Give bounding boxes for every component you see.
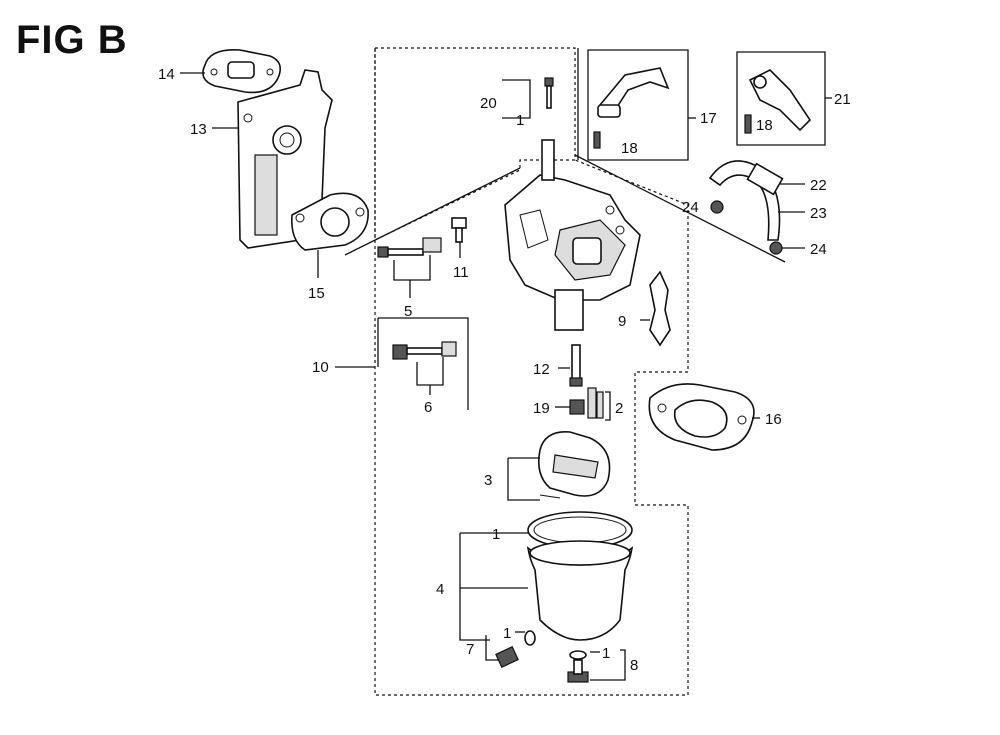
callout-16: 16 (765, 411, 782, 428)
bracket-5 (393, 255, 431, 281)
part-2-jet-set (587, 387, 604, 419)
callout-18-right: 18 (756, 117, 773, 134)
callout-24-lower: 24 (810, 241, 827, 258)
part-17-linkage (593, 67, 670, 149)
bracket-2 (605, 391, 611, 421)
callout-6: 6 (424, 399, 432, 416)
part-23-hose (708, 160, 784, 241)
callout-9: 9 (618, 313, 626, 330)
part-5-screw-set (377, 237, 442, 258)
callout-1-drain: 1 (503, 625, 511, 642)
callout-2: 2 (615, 400, 623, 417)
part-14-gasket (202, 48, 281, 94)
part-11-screw (451, 217, 467, 243)
part-21-lever (744, 69, 812, 134)
part-4-float-bowl (526, 511, 634, 641)
part-15-gasket (290, 192, 369, 251)
box-6-frame (378, 317, 469, 410)
callout-24-upper: 24 (682, 199, 699, 216)
callout-14: 14 (158, 66, 175, 83)
callout-12: 12 (533, 361, 550, 378)
bracket-20 (502, 79, 531, 119)
box-17 (587, 49, 689, 161)
frame-line-left (344, 167, 521, 256)
callout-18-left: 18 (621, 140, 638, 157)
part-19-jet (569, 399, 585, 415)
callout-23: 23 (810, 205, 827, 222)
part-12-needle (569, 344, 583, 387)
main-assembly-boundary (374, 48, 689, 696)
part-3-float (537, 431, 611, 499)
callout-8: 8 (630, 657, 638, 674)
carburetor-body (504, 139, 641, 331)
callout-7: 7 (466, 641, 474, 658)
part-24-clip-lower (769, 241, 783, 255)
part-13-insulator (237, 69, 333, 249)
callout-1-bowl: 1 (492, 526, 500, 543)
callout-13: 13 (190, 121, 207, 138)
callout-5: 5 (404, 303, 412, 320)
part-7-drain-screw (495, 630, 536, 668)
bracket-7 (485, 635, 498, 661)
callout-10: 10 (312, 359, 329, 376)
bracket-3 (507, 458, 540, 501)
callout-4: 4 (436, 581, 444, 598)
part-24-clip-upper (710, 200, 724, 214)
callout-11: 11 (453, 264, 469, 281)
callout-1-top: 1 (516, 112, 524, 129)
callout-19: 19 (533, 400, 550, 417)
frame-line-right (574, 154, 786, 263)
part-20-screw (544, 77, 554, 109)
callout-1-bolt: 1 (602, 645, 610, 662)
bracket-6 (416, 357, 444, 386)
bracket-8 (590, 649, 626, 681)
callout-22: 22 (810, 177, 827, 194)
part-6-screw-set (392, 341, 457, 360)
callout-21: 21 (834, 91, 851, 108)
part-16-gasket (648, 383, 755, 451)
part-9-valve (649, 270, 671, 347)
callout-3: 3 (484, 472, 492, 489)
bracket-4 (459, 533, 490, 641)
figure-title: FIG B (16, 18, 128, 62)
box-21 (736, 51, 826, 146)
part-8-bolt (567, 650, 589, 683)
callout-15: 15 (308, 285, 325, 302)
callout-17: 17 (700, 110, 717, 127)
callout-20: 20 (480, 95, 497, 112)
assembly-boundary-outline (374, 47, 576, 241)
